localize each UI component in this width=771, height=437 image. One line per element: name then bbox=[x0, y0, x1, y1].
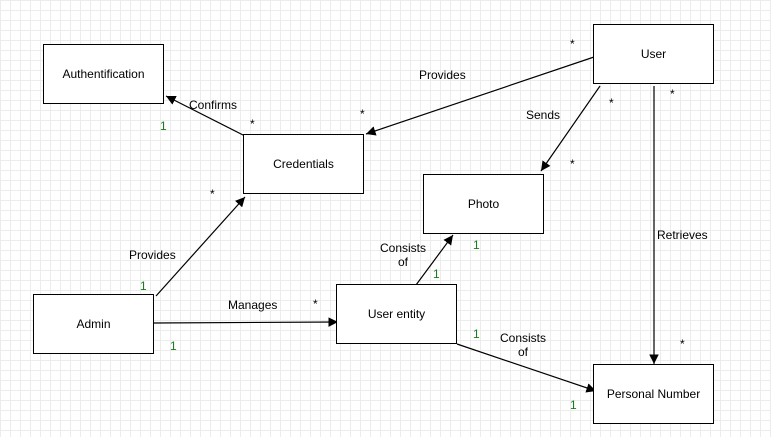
multiplicity-ue-consists-photo: 1 bbox=[433, 267, 440, 281]
edge-credentials-confirms-authentification bbox=[165, 95, 246, 137]
edge-label-line: Consists bbox=[499, 331, 546, 345]
multiplicity-auth: 1 bbox=[160, 119, 167, 133]
multiplicity-user-sends: * bbox=[609, 96, 614, 110]
node-personal-number[interactable]: Personal Number bbox=[593, 364, 714, 424]
node-credentials[interactable]: Credentials bbox=[243, 134, 364, 194]
multiplicity-pn-retrieves: * bbox=[680, 337, 685, 351]
multiplicity-photo-consists: 1 bbox=[473, 238, 480, 252]
edge-label-line: of bbox=[397, 255, 408, 269]
edge-label-confirms: Confirms bbox=[189, 98, 238, 112]
edge-label-provides-admin: Provides bbox=[129, 248, 176, 262]
multiplicity-ue-manages: * bbox=[313, 297, 318, 311]
node-label: Admin bbox=[76, 317, 111, 331]
multiplicity-user-retrieves: * bbox=[670, 87, 675, 101]
multiplicity-user-provides: * bbox=[570, 37, 575, 51]
edge-label-line: Consists bbox=[379, 241, 426, 255]
node-user[interactable]: User bbox=[593, 24, 714, 84]
node-authentification[interactable]: Authentification bbox=[43, 44, 164, 104]
edge-user-entity-consists-of-personal-number bbox=[456, 343, 597, 393]
edge-label-line: of bbox=[517, 345, 528, 359]
edge-admin-provides-credentials bbox=[155, 196, 246, 297]
multiplicity-cred-provides-user: * bbox=[360, 107, 365, 121]
node-label: User bbox=[640, 47, 667, 61]
edge-user-provides-credentials bbox=[365, 56, 595, 136]
node-admin[interactable]: Admin bbox=[33, 294, 154, 354]
node-label: Authentification bbox=[62, 67, 145, 81]
multiplicity-admin-manages: 1 bbox=[170, 339, 177, 353]
node-photo[interactable]: Photo bbox=[423, 174, 544, 234]
node-user-entity[interactable]: User entity bbox=[336, 284, 457, 344]
multiplicity-cred-confirms: * bbox=[250, 117, 255, 131]
multiplicity-pn-consists: 1 bbox=[570, 398, 577, 412]
node-label: User entity bbox=[367, 307, 426, 321]
edge-label-provides-user: Provides bbox=[419, 68, 466, 82]
node-label: Credentials bbox=[273, 157, 334, 171]
edge-admin-manages-user-entity bbox=[153, 317, 339, 327]
edge-user-entity-consists-of-photo bbox=[415, 234, 454, 286]
node-label: Personal Number bbox=[606, 387, 701, 401]
multiplicity-ue-consists-pn: 1 bbox=[473, 327, 480, 341]
multiplicity-admin-provides: 1 bbox=[140, 279, 147, 293]
edge-label-retrieves: Retrieves bbox=[657, 228, 708, 242]
multiplicity-photo-sends: * bbox=[570, 157, 575, 171]
multiplicity-cred-provides-admin: * bbox=[210, 187, 215, 201]
edge-label-sends: Sends bbox=[526, 108, 561, 122]
node-label: Photo bbox=[467, 197, 500, 211]
edge-label-manages: Manages bbox=[228, 298, 278, 312]
edge-user-sends-photo bbox=[540, 85, 601, 172]
